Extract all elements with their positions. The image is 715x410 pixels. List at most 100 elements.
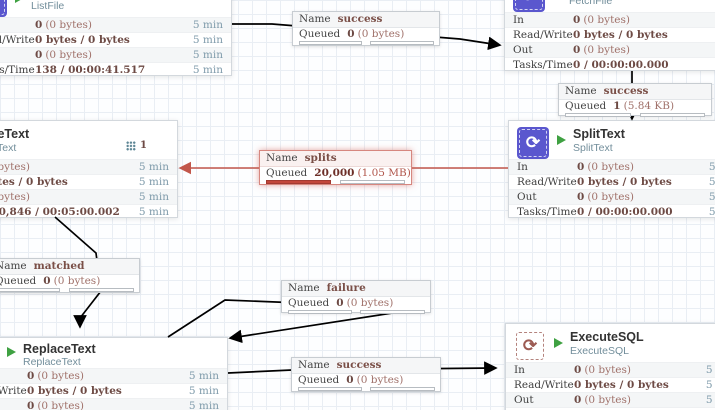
queued-key: Queued: [565, 100, 607, 112]
size-threshold-bar: [370, 387, 435, 391]
queued-key: Queued: [266, 167, 308, 179]
icon-dashed-border: [519, 129, 547, 157]
stat-window: 5 min: [188, 370, 219, 382]
queued-key: Queued: [0, 275, 37, 287]
icon-dashed-border: [515, 0, 543, 10]
stat-window: 5 min: [192, 49, 223, 61]
backpressure-bars: [0, 288, 139, 293]
name-key: Name: [298, 359, 330, 371]
stat-label: Out: [0, 399, 27, 410]
queued-size: (0 bytes): [346, 297, 394, 309]
stat-value: 0: [574, 394, 582, 406]
connection-name-row: Namematched: [0, 259, 139, 275]
stat-value: 0: [27, 400, 35, 410]
stat-label: In: [517, 161, 528, 173]
stat-window: 5 min: [705, 379, 715, 391]
processor-listfile[interactable]: ⟳ ListFile ListFile In0(0 bytes)5 min Re…: [0, 0, 232, 76]
run-status-icon: [557, 135, 566, 145]
queued-size: (0 bytes): [53, 275, 101, 287]
processor-type: ReplaceText: [23, 356, 81, 368]
processor-splittext[interactable]: ⟳ SplitText SplitText In0(0 bytes)5 min …: [508, 120, 715, 218]
stat-window: 5 min: [708, 161, 715, 173]
stat-window: 5 min: [708, 206, 715, 218]
queued-count: 0: [347, 28, 355, 40]
processor-fetchfile[interactable]: ⟳ FetchFile FetchFile In0(0 bytes)5 min …: [504, 0, 715, 71]
stat-window: 5 min: [188, 400, 219, 410]
stat-window: 5 min: [138, 191, 169, 203]
processor-header: ⟳ ExecuteSQL ExecuteSQL: [506, 324, 715, 362]
processor-replacetext[interactable]: ⟳ ReplaceText ReplaceText In0(0 bytes)5 …: [0, 337, 228, 410]
size-threshold-bar: [639, 113, 706, 117]
queued-key: Queued: [298, 374, 340, 386]
processor-routetext[interactable]: ⟳ RouteText RouteText 1 In0(0 bytes)5 mi…: [0, 120, 178, 218]
processor-type: SplitText: [573, 142, 613, 154]
processor-executesql[interactable]: ⟳ ExecuteSQL ExecuteSQL In0(0 bytes)5 mi…: [505, 323, 715, 410]
stat-label: Read/Write: [514, 379, 574, 391]
stat-value-sub: (0 bytes): [583, 44, 630, 56]
stat-value: 1,230,846 / 00:05:00.002: [0, 206, 120, 218]
stat-label: In: [0, 369, 27, 383]
stat-value: 0 bytes / 0 bytes: [27, 385, 122, 397]
queued-size: (1.05 MB): [357, 167, 411, 179]
sync-icon: ⟳: [522, 336, 538, 355]
stat-label: Read/Write: [517, 176, 577, 188]
connection-queued-row: Queued 20,000(1.05 MB): [260, 167, 411, 180]
stat-value: 0 bytes / 0 bytes: [35, 34, 130, 46]
stat-value: 0: [577, 161, 585, 173]
active-threads-count: 1: [140, 140, 147, 152]
connection-label-matched[interactable]: Namematched Queued 0(0 bytes): [0, 258, 140, 293]
stat-label: Read/Write: [513, 29, 573, 41]
stat-label: Out: [513, 44, 533, 56]
processor-header: ⟳ ListFile ListFile: [0, 0, 231, 17]
stat-label: Tasks/Time: [517, 206, 577, 218]
stat-window: 5 min: [708, 191, 715, 203]
stat-window: 5 min: [188, 385, 219, 397]
backpressure-bars: [293, 41, 439, 46]
stat-window: 5 min: [705, 364, 715, 376]
processor-title: ExecuteSQL: [570, 330, 644, 344]
queued-key: Queued: [288, 297, 330, 309]
stat-value-sub: (0 bytes): [37, 400, 84, 410]
stat-value-sub: (0 bytes): [37, 370, 84, 382]
queued-count: 1: [613, 100, 621, 112]
stat-window: 5 min: [705, 394, 715, 406]
stat-label: In: [514, 364, 525, 376]
processor-icon: ⟳: [0, 0, 7, 17]
stat-window: 5 min: [708, 176, 715, 188]
name-key: Name: [565, 85, 597, 97]
stat-label: Read/Write: [0, 34, 35, 46]
active-threads-badge: 1: [126, 140, 147, 151]
processor-type: RouteText: [0, 142, 17, 154]
backpressure-bars: [292, 387, 440, 392]
stat-row-in: In0(0 bytes)5 min: [0, 368, 227, 383]
processor-icon: ⟳: [517, 127, 549, 159]
queued-count: 20,000: [314, 167, 355, 179]
queued-count: 0: [43, 275, 51, 287]
object-threshold-bar: [0, 288, 60, 292]
stat-label: Read/Write: [0, 385, 27, 397]
